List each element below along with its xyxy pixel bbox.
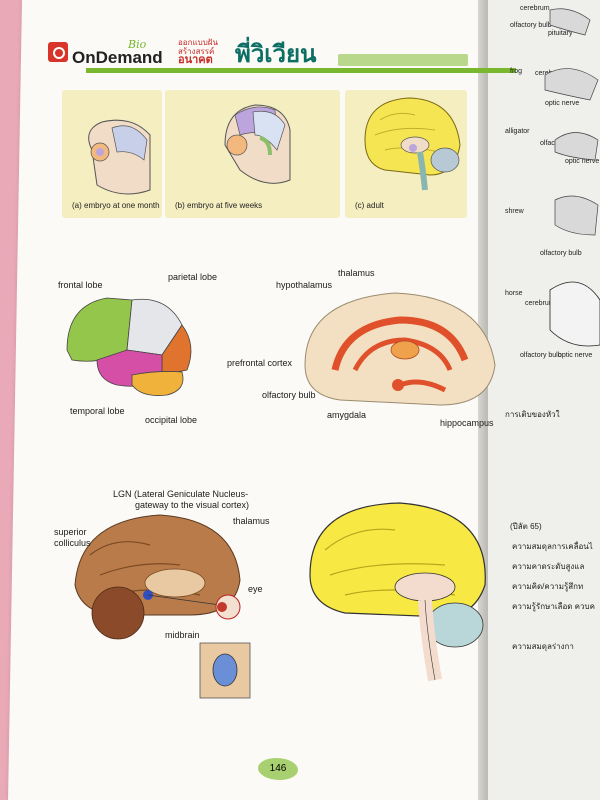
header-bar [86, 68, 516, 73]
label-hippocampus: hippocampus [440, 418, 494, 428]
side-label-optic-3: optic nerve [558, 352, 593, 359]
label-olfactory-bulb: olfactory bulb [262, 390, 316, 400]
label-superior-colliculus: superior colliculus [54, 527, 91, 549]
label-hypothalamus: hypothalamus [276, 280, 333, 290]
label-midbrain: midbrain [165, 630, 200, 640]
side-text-1: การเติบของหัวใ [505, 410, 560, 419]
embryo-panel-b: (b) embryo at five weeks [165, 90, 340, 218]
page-title: พี่วิเวียน [235, 41, 317, 68]
caption-b: (b) embryo at five weeks [175, 201, 263, 210]
brand-sub: Bio [128, 38, 147, 51]
adult-brain-illustration [364, 97, 461, 191]
label-thalamus-visual: thalamus [233, 516, 270, 526]
adult-brain-panel: (c) adult [345, 90, 467, 218]
logo2-line1: ออกแบบฝัน [178, 38, 218, 47]
side-label-shrew: shrew [505, 208, 524, 215]
label-eye: eye [248, 584, 263, 594]
header-pill [338, 54, 468, 66]
animal-brains-illustration [544, 8, 600, 347]
side-label-horse: horse [505, 290, 523, 297]
side-label-optic-2: optic nerve [565, 158, 600, 165]
page-header: Bio OnDemand ออกแบบฝัน สร้างสรรค์ อนาคต … [48, 20, 516, 82]
logo2-line3: อนาคต [178, 54, 213, 66]
label-occipital-lobe: occipital lobe [145, 415, 198, 425]
embryo-panel-a: (a) embryo at one month [62, 90, 162, 218]
side-label-pituitary: pituitary [548, 30, 573, 37]
side-label-cerebrum-3: cerebrum [525, 300, 555, 307]
page-number: 146 [258, 758, 298, 780]
lobes-brain-illustration [66, 297, 192, 396]
label-parietal-lobe: parietal lobe [168, 272, 218, 282]
label-superior-line2: colliculus [54, 538, 91, 548]
label-frontal-lobe: frontal lobe [58, 280, 103, 290]
label-lgn-line1: LGN (Lateral Geniculate Nucleus- [113, 489, 249, 499]
visual-pathway-brain-illustration [74, 514, 251, 699]
label-prefrontal-cortex: prefrontal cortex [227, 358, 293, 368]
side-label-optic-1: optic nerve [545, 100, 580, 107]
side-text-5: ความคิด/ความรู้สึกท [512, 582, 584, 591]
label-thalamus-limbic: thalamus [338, 268, 375, 278]
label-temporal-lobe: temporal lobe [70, 406, 125, 416]
side-text-3: ความสมดุลการเคลื่อนไ [512, 542, 593, 551]
side-text-6: ความรู้รักษาเลือด ควบค [512, 602, 595, 611]
brand-logo-2: ออกแบบฝัน สร้างสรรค์ อนาคต [178, 38, 218, 66]
embryo-five-weeks-illustration [224, 104, 291, 184]
logo2-line2: สร้างสรรค์ [178, 47, 215, 56]
side-label-alligator: alligator [505, 128, 530, 135]
brand-main: OnDemand [72, 48, 163, 67]
side-label-olfactory-3: olfactory bulb [540, 250, 582, 257]
side-text-4: ความคาดระดับสูงแล [512, 562, 585, 571]
side-text-2: (ปีลัต 65) [510, 522, 542, 531]
caption-c: (c) adult [355, 201, 384, 210]
side-text-7: ความสมดุลร่างกา [512, 642, 574, 651]
side-label-frog: frog [510, 68, 523, 75]
label-amygdala: amygdala [327, 410, 367, 420]
limbic-brain-illustration [304, 292, 496, 406]
power-icon [48, 42, 68, 62]
side-label-olfactory-1: olfactory bulb [510, 22, 552, 29]
adult-brain-midsagittal-illustration [309, 502, 486, 682]
side-label-olfactory-4: olfactory bulb [520, 352, 562, 359]
label-lgn-line2: gateway to the visual cortex) [135, 500, 250, 510]
embryo-one-month-illustration [88, 119, 151, 195]
label-superior-line1: superior [54, 527, 87, 537]
label-lgn: LGN (Lateral Geniculate Nucleus- gateway… [113, 489, 249, 511]
side-label-cerebrum-1: cerebrum [520, 5, 550, 12]
caption-a: (a) embryo at one month [72, 201, 160, 210]
